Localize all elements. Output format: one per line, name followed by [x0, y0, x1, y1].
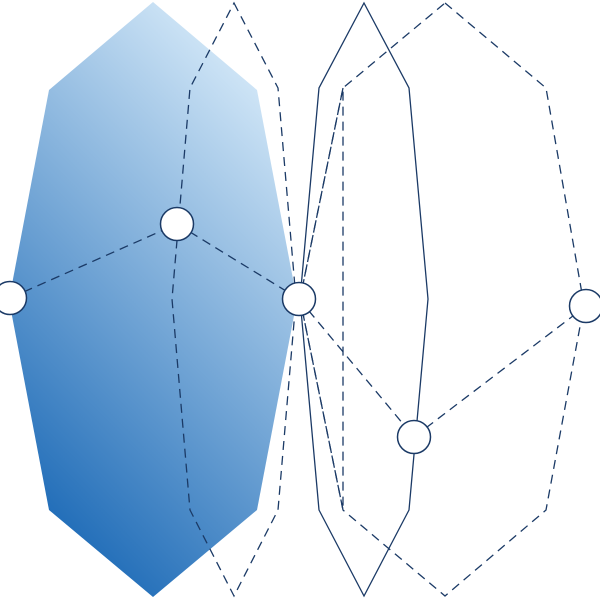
edge-center-to-lower: [298, 298, 415, 438]
node-right-edge: [568, 288, 600, 324]
node-center-junction: [281, 281, 317, 317]
edge-left-to-upper: [9, 223, 178, 299]
edge-upper-to-center: [176, 223, 300, 300]
node-left-edge: [0, 280, 28, 316]
dashed-octagon-wide-right: [299, 2, 585, 597]
node-upper-center-left: [159, 206, 195, 242]
solid-octagon-narrow-center: [299, 1, 429, 598]
dashed-octagon-narrow-left: [171, 1, 297, 598]
edge-lower-to-right: [413, 305, 587, 438]
node-lower-right: [396, 419, 432, 455]
filled-octagon-left: [9, 2, 297, 597]
